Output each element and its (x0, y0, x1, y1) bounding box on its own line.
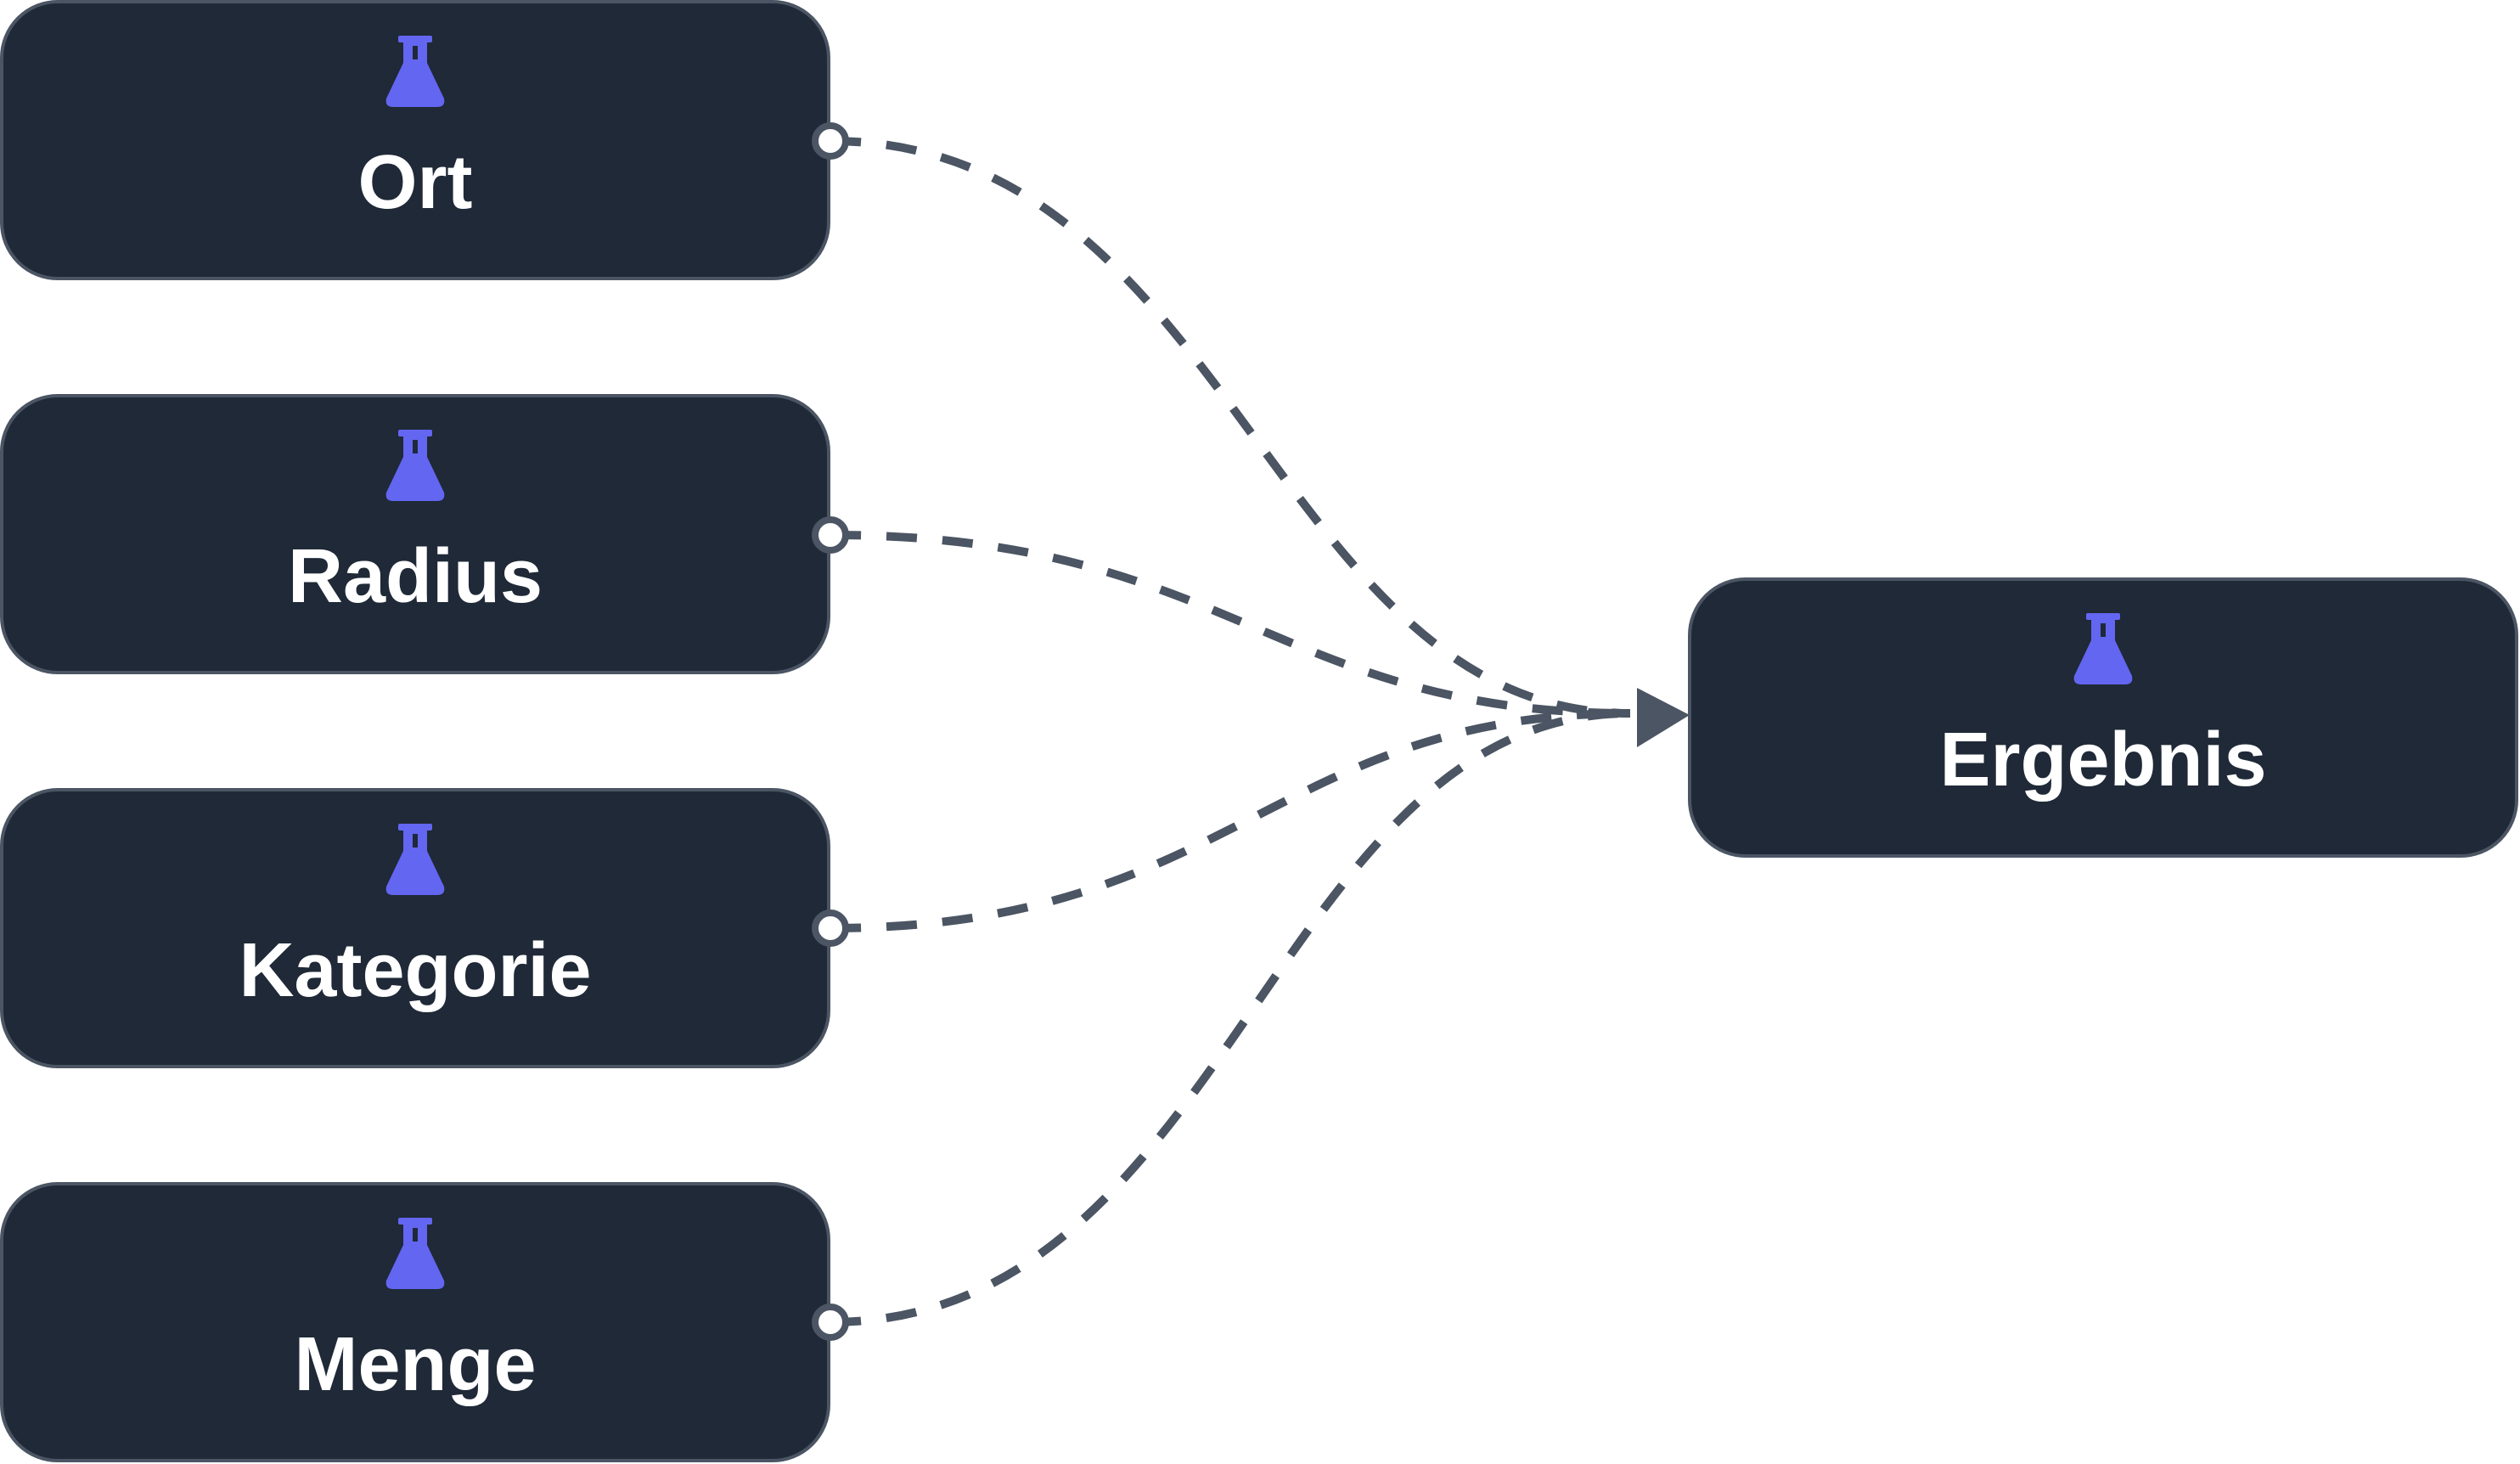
node-menge[interactable]: Menge (0, 1182, 830, 1462)
flask-icon (385, 430, 445, 501)
node-ort[interactable]: Ort (0, 0, 830, 280)
flask-icon (385, 36, 445, 107)
flask-icon (2073, 613, 2133, 684)
node-label: Ergebnis (1939, 718, 2267, 802)
output-port-kategorie[interactable] (812, 909, 849, 947)
edge-ort-ergebnis (830, 137, 1631, 718)
node-label: Radius (287, 534, 543, 619)
node-label: Kategorie (239, 928, 592, 1013)
edge-menge-ergebnis (830, 709, 1631, 1326)
output-port-radius[interactable] (812, 516, 849, 554)
output-port-menge[interactable] (812, 1304, 849, 1341)
node-ergebnis[interactable]: Ergebnis (1688, 577, 2518, 858)
node-radius[interactable]: Radius (0, 394, 830, 674)
node-label: Menge (294, 1322, 537, 1407)
arrowhead-ergebnis (1637, 688, 1690, 747)
output-port-ort[interactable] (812, 122, 849, 160)
flask-icon (385, 1218, 445, 1289)
edge-radius-ergebnis (830, 531, 1631, 718)
flask-icon (385, 824, 445, 895)
edge-kategorie-ergebnis (830, 709, 1631, 932)
node-label: Ort (357, 140, 473, 225)
node-kategorie[interactable]: Kategorie (0, 788, 830, 1068)
